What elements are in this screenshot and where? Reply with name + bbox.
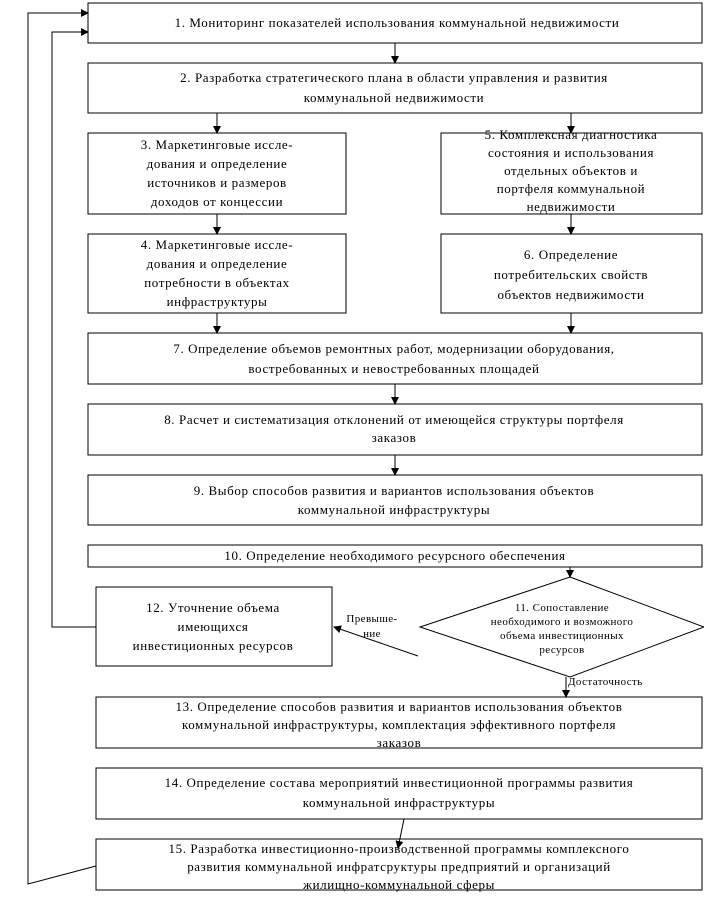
step-13-text-line-2: коммунальной инфраструктуры, комплектаци… [182, 717, 616, 732]
step-15-text-line-3: жилищно-коммунальной сферы [302, 877, 495, 892]
step-5-text-line-5: недвижимости [527, 199, 616, 214]
step-8-text: 8. Расчет и систематизация отклонений от… [164, 412, 624, 445]
step-13-text-line-3: заказов [377, 735, 422, 750]
step-8-text-line-1: 8. Расчет и систематизация отклонений от… [164, 412, 624, 427]
step-3-text-line-2: дования и определение [147, 156, 288, 171]
step-1-box [87, 2, 703, 44]
step-9-text: 9. Выбор способов развития и вариантов и… [194, 483, 595, 517]
step-13-box [95, 696, 703, 749]
step-11-text-top-line-4: ресурсов [539, 644, 584, 656]
step-2-box [87, 62, 703, 114]
step-11-text-top: 11. Сопоставление необходимого и возможно… [491, 602, 634, 656]
step-3-text-line-3: источников и размеров [147, 175, 287, 190]
step-14-text-line-2: коммунальной инфраструктуры [303, 795, 495, 810]
arrow-11-12 [333, 625, 419, 657]
step-14-text-line-1: 14. Определение состава мероприятий инве… [165, 775, 634, 790]
step-6-text-line-1: 6. Определение [524, 247, 618, 262]
step-9-text-line-1: 9. Выбор способов развития и вариантов и… [194, 483, 595, 498]
step-8-box [87, 403, 703, 456]
step-6-text-line-2: потребительских свойств [494, 267, 648, 282]
step-7-text: 7. Определение объемов ремонтных работ, … [173, 341, 614, 376]
step-15-text-line-1: 15. Разработка инвестиционно-производств… [169, 841, 630, 856]
step-14-text: 14. Определение состава мероприятий инве… [165, 775, 634, 810]
step-5-text: 5. Комплексная диагностика состояния и ис… [485, 127, 658, 214]
step-14-box [95, 767, 703, 820]
step-11-text-top-line-3: объема инвестиционных [500, 630, 624, 642]
step-7-text-line-2: востребованных и невостребованных площад… [248, 361, 539, 376]
arrow-14-15 [395, 818, 405, 849]
step-12-text: 12. Уточнение объема имеющихся инвестицион… [133, 600, 294, 653]
step-11-diamond [418, 576, 704, 678]
label-excess-line-2: ние [363, 628, 381, 640]
label-excess: Превыше-ние [346, 613, 397, 640]
step-6-text-line-3: объектов недвижимости [497, 287, 644, 302]
step-2-text-line-1: 2. Разработка стратегического плана в об… [180, 70, 608, 85]
label-excess-line-1: Превыше- [346, 613, 397, 625]
label-sufficiency: Достаточность [568, 676, 643, 688]
step-4-text: 4. Маркетинговые иссле-дования и определ… [141, 237, 293, 309]
step-1-text: 1. Мониторинг показателей использования … [175, 15, 620, 30]
feedback-12-to-1 [51, 28, 96, 628]
step-5-text-line-1: 5. Комплексная диагностика [485, 127, 658, 142]
step-4-text-line-2: дования и определение [147, 256, 288, 271]
step-6-box [440, 233, 703, 314]
step-10-text: 10. Определение необходимого ресурсного … [224, 548, 565, 563]
step-12-box [95, 586, 333, 667]
step-15-text-line-2: развития коммунальной инфратсруктуры пре… [187, 859, 611, 874]
step-5-text-line-2: состояния и использования [488, 145, 654, 160]
step-3-text: 3. Маркетинговые иссле-дования и определ… [141, 137, 293, 209]
step-10-text-line-1: 10. Определение необходимого ресурсного … [224, 548, 565, 563]
step-10-box [87, 544, 703, 568]
step-4-text-line-4: инфраструктуры [167, 294, 268, 309]
step-9-box [87, 474, 703, 526]
step-1-text-line-1: 1. Мониторинг показателей использования … [175, 15, 620, 30]
step-3-text-line-1: 3. Маркетинговые иссле- [141, 137, 293, 152]
step-5-box [440, 132, 703, 215]
step-2-text: 2. Разработка стратегического плана в об… [180, 70, 608, 105]
step-12-text-line-2: имеющихся [178, 619, 249, 634]
step-3-text-line-4: доходов от концессии [151, 194, 283, 209]
step-15-text: 15. Разработка инвестиционно-производств… [169, 841, 630, 892]
step-11-text-top-line-1: 11. Сопоставление [515, 602, 609, 614]
step-2-text-line-2: коммунальной недвижимости [304, 90, 484, 105]
step-5-text-line-3: отдельных объектов и [504, 163, 638, 178]
step-4-box [87, 233, 347, 314]
step-7-text-line-1: 7. Определение объемов ремонтных работ, … [173, 341, 614, 356]
step-4-text-line-3: потребности в объектах [144, 275, 290, 290]
feedback-15-to-1 [27, 9, 97, 885]
step-11-text-top-line-2: необходимого и возможного [491, 616, 634, 628]
step-12-text-line-1: 12. Уточнение объема [146, 600, 280, 615]
step-13-text-line-1: 13. Определение способов развития и вари… [176, 699, 623, 714]
step-9-text-line-2: коммунальной инфраструктуры [298, 502, 490, 517]
step-5-text-line-4: портфеля коммунальной [497, 181, 646, 196]
step-8-text-line-2: заказов [372, 430, 417, 445]
step-4-text-line-1: 4. Маркетинговые иссле- [141, 237, 293, 252]
step-13-text: 13. Определение способов развития и вари… [176, 699, 623, 750]
step-6-text: 6. Определение потребительских свойств объ… [494, 247, 648, 302]
step-12-text-line-3: инвестиционных ресурсов [133, 638, 294, 653]
